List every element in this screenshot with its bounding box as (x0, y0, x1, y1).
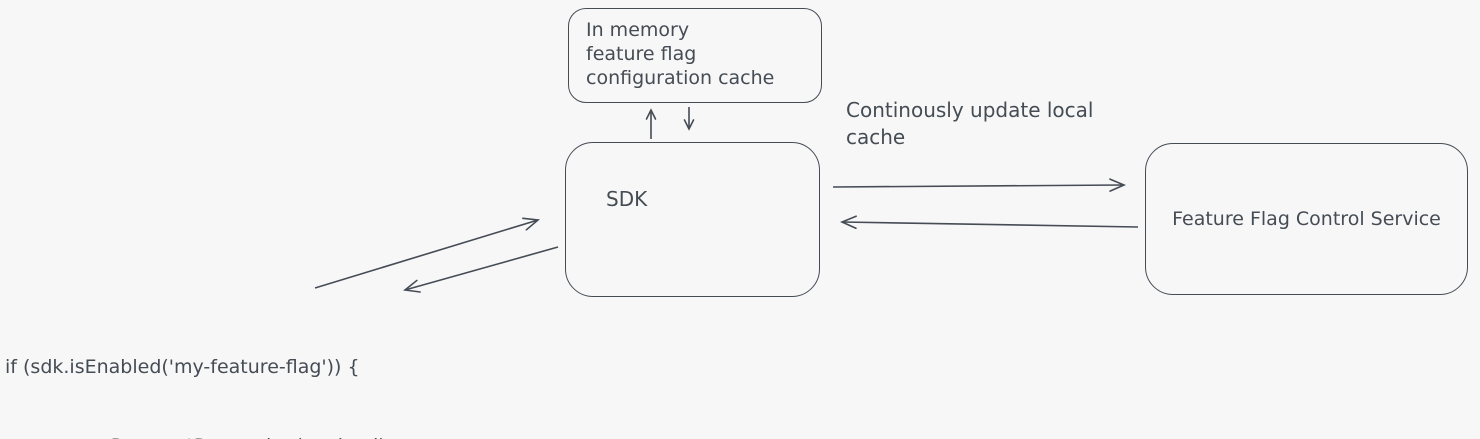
code-line: if (sdk.isEnabled('my-feature-flag')) { (5, 355, 360, 378)
arrow-sdk-to-code (405, 246, 559, 290)
edge-label-update-local-cache: Continously update local cache (846, 98, 1094, 149)
code-line: newPaymentProcessing(payload) (5, 433, 385, 439)
node-in-memory-cache-label: In memory feature flag configuration cac… (586, 19, 775, 89)
arrow-code-to-sdk (314, 220, 538, 289)
node-feature-flag-control-service: Feature Flag Control Service (1145, 143, 1468, 295)
arrow-service-to-sdk (842, 222, 1139, 227)
node-feature-flag-control-service-label: Feature Flag Control Service (1172, 208, 1441, 230)
client-code-snippet: if (sdk.isEnabled('my-feature-flag')) { … (5, 301, 386, 439)
arrow-sdk-to-service (832, 185, 1124, 187)
node-in-memory-cache: In memory feature flag configuration cac… (568, 8, 822, 103)
node-sdk-label: SDK (606, 187, 648, 211)
node-sdk: SDK (565, 142, 820, 297)
